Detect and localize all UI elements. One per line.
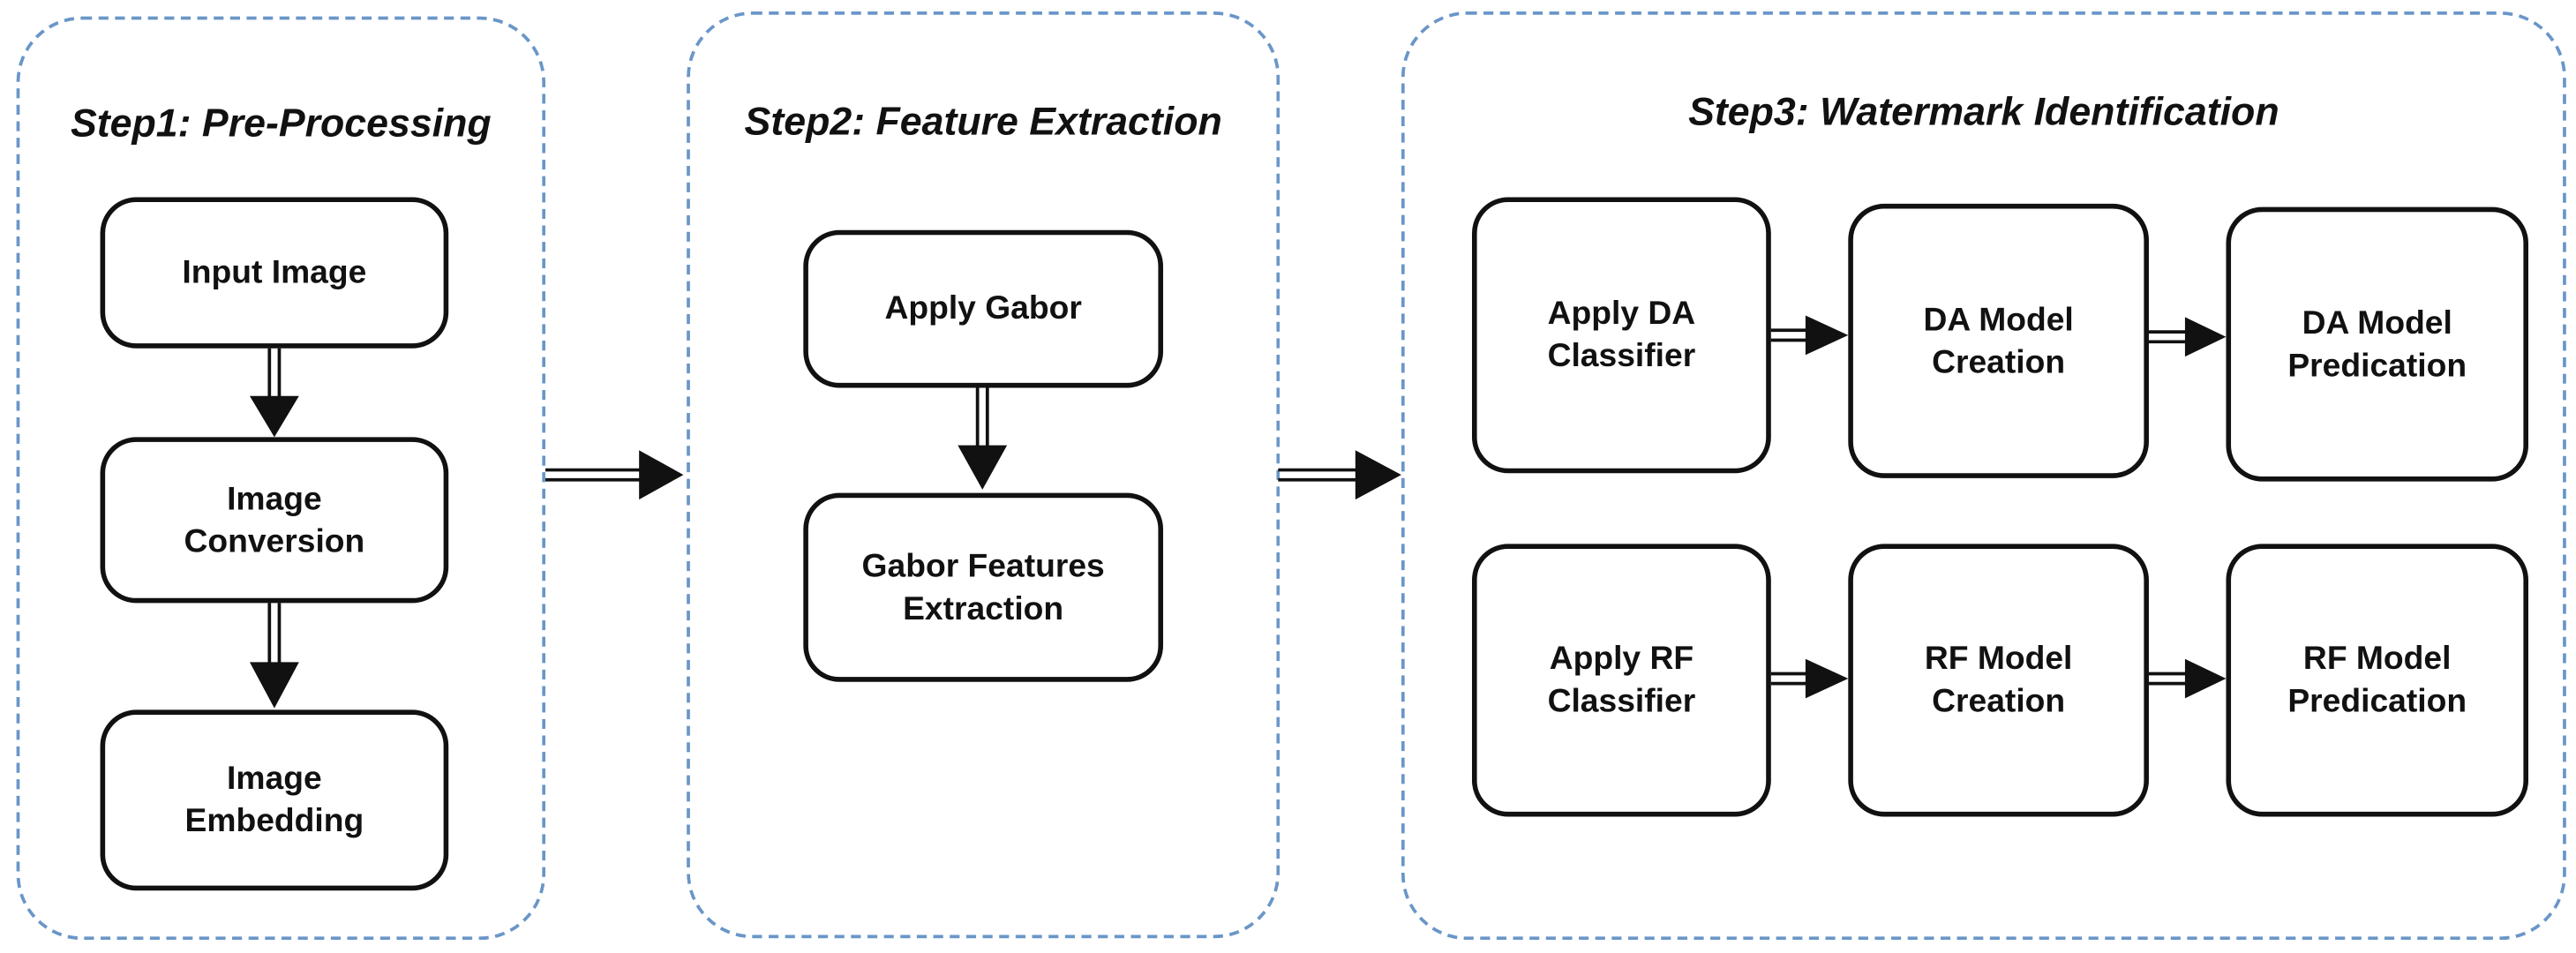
apply-rf-classifier-box: Apply RF Classifier <box>1471 544 1771 817</box>
da-model-creation-box: DA Model Creation <box>1848 203 2149 478</box>
rf-model-creation-label: RF Model Creation <box>1924 641 2073 720</box>
image-conversion-label: Image Conversion <box>184 480 365 560</box>
image-embedding-label: Image Embedding <box>184 761 364 840</box>
apply-gabor-box: Apply Gabor <box>803 229 1164 388</box>
apply-da-classifier-box: Apply DA Classifier <box>1471 197 1771 474</box>
image-conversion-box: Image Conversion <box>100 437 449 604</box>
gabor-features-extraction-box: Gabor Features Extraction <box>803 492 1164 682</box>
apply-da-classifier-label: Apply DA Classifier <box>1547 296 1696 375</box>
step2-title: Step2: Feature Extraction <box>744 100 1222 145</box>
rf-model-predication-box: RF Model Predication <box>2226 544 2529 817</box>
rf-model-creation-box: RF Model Creation <box>1848 544 2149 817</box>
input-image-label: Input Image <box>182 254 367 291</box>
rf-model-predication-label: RF Model Predication <box>2287 641 2467 720</box>
da-model-creation-label: DA Model Creation <box>1923 301 2074 381</box>
double-line-arrow-icon <box>1278 450 1401 500</box>
image-embedding-box: Image Embedding <box>100 709 449 891</box>
double-line-arrow-icon <box>545 450 684 500</box>
gabor-features-extraction-label: Gabor Features Extraction <box>861 548 1105 627</box>
da-model-predication-label: DA Model Predication <box>2287 304 2467 384</box>
apply-gabor-label: Apply Gabor <box>884 290 1082 327</box>
apply-rf-classifier-label: Apply RF Classifier <box>1547 641 1696 720</box>
input-image-box: Input Image <box>100 197 449 349</box>
step1-title: Step1: Pre-Processing <box>70 101 492 146</box>
step2-panel: Step2: Feature Extraction <box>687 11 1280 939</box>
da-model-predication-box: DA Model Predication <box>2226 206 2529 482</box>
step3-title: Step3: Watermark Identification <box>1688 90 2279 135</box>
